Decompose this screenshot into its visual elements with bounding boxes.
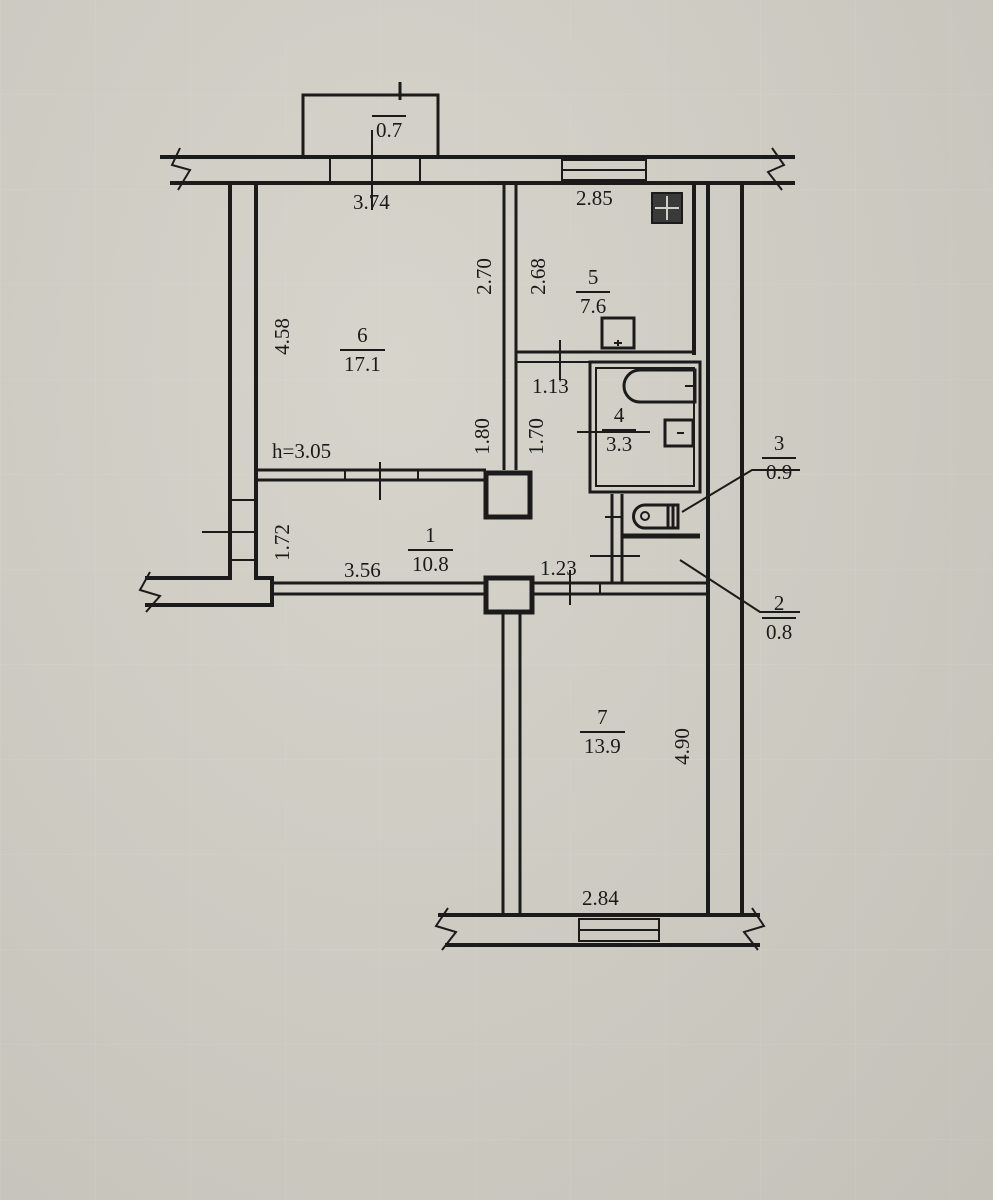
room-6-label: 6 17.1	[340, 323, 385, 376]
room-5-label: 5 7.6	[576, 265, 611, 318]
ventilation-duct	[483, 470, 533, 520]
dim-room6-length: 4.58	[269, 318, 294, 355]
bottom-exterior-wall	[434, 907, 766, 951]
sink-icon	[600, 316, 636, 350]
wall-kitchen-bottom	[516, 340, 694, 380]
dim-room5-length: 2.68	[525, 258, 550, 295]
dim-room7-width: 2.84	[582, 886, 619, 910]
dim-hall-length: 3.56	[344, 558, 381, 582]
partition-6-5	[502, 183, 518, 470]
wall-6-hall	[258, 462, 486, 500]
wall-hall-bottom	[272, 570, 708, 605]
partition-room7-left	[501, 612, 522, 913]
dim-room7-length: 4.90	[669, 728, 694, 765]
washbasin-icon	[663, 418, 695, 448]
ventilation-duct-lower	[483, 575, 535, 615]
left-wall	[202, 183, 258, 580]
bathtub-icon	[622, 368, 697, 404]
leader-line-3	[681, 469, 800, 513]
room-4-label: 4 3.3	[602, 403, 637, 456]
room-balcony-label: 0.7	[372, 90, 407, 142]
top-exterior-wall	[160, 147, 795, 191]
room-1-label: 1 10.8	[408, 523, 453, 576]
left-stub-wall	[138, 570, 274, 613]
leader-line-2	[679, 559, 800, 613]
room-2-label: 2 0.8	[762, 591, 797, 644]
dim-room6-width: 3.74	[353, 190, 390, 214]
room-3-label: 3 0.9	[762, 431, 797, 484]
bathroom-block	[577, 360, 702, 494]
dim-bath-width: 1.13	[532, 374, 569, 398]
dim-partition-upper: 2.70	[471, 258, 496, 295]
dim-hall-width: 1.72	[269, 524, 294, 561]
room-7-label: 7 13.9	[580, 705, 625, 758]
ceiling-height: h=3.05	[272, 439, 332, 463]
dim-bath-length: 1.70	[523, 418, 548, 455]
balcony-outline	[301, 82, 440, 210]
toilet-room	[590, 494, 700, 582]
dim-room5-width: 2.85	[576, 186, 613, 210]
dim-partition-lower: 1.80	[469, 418, 494, 455]
stove-icon	[651, 192, 683, 224]
toilet-icon	[632, 503, 680, 530]
dim-hall-side: 1.23	[540, 556, 577, 580]
right-wall	[706, 183, 744, 915]
